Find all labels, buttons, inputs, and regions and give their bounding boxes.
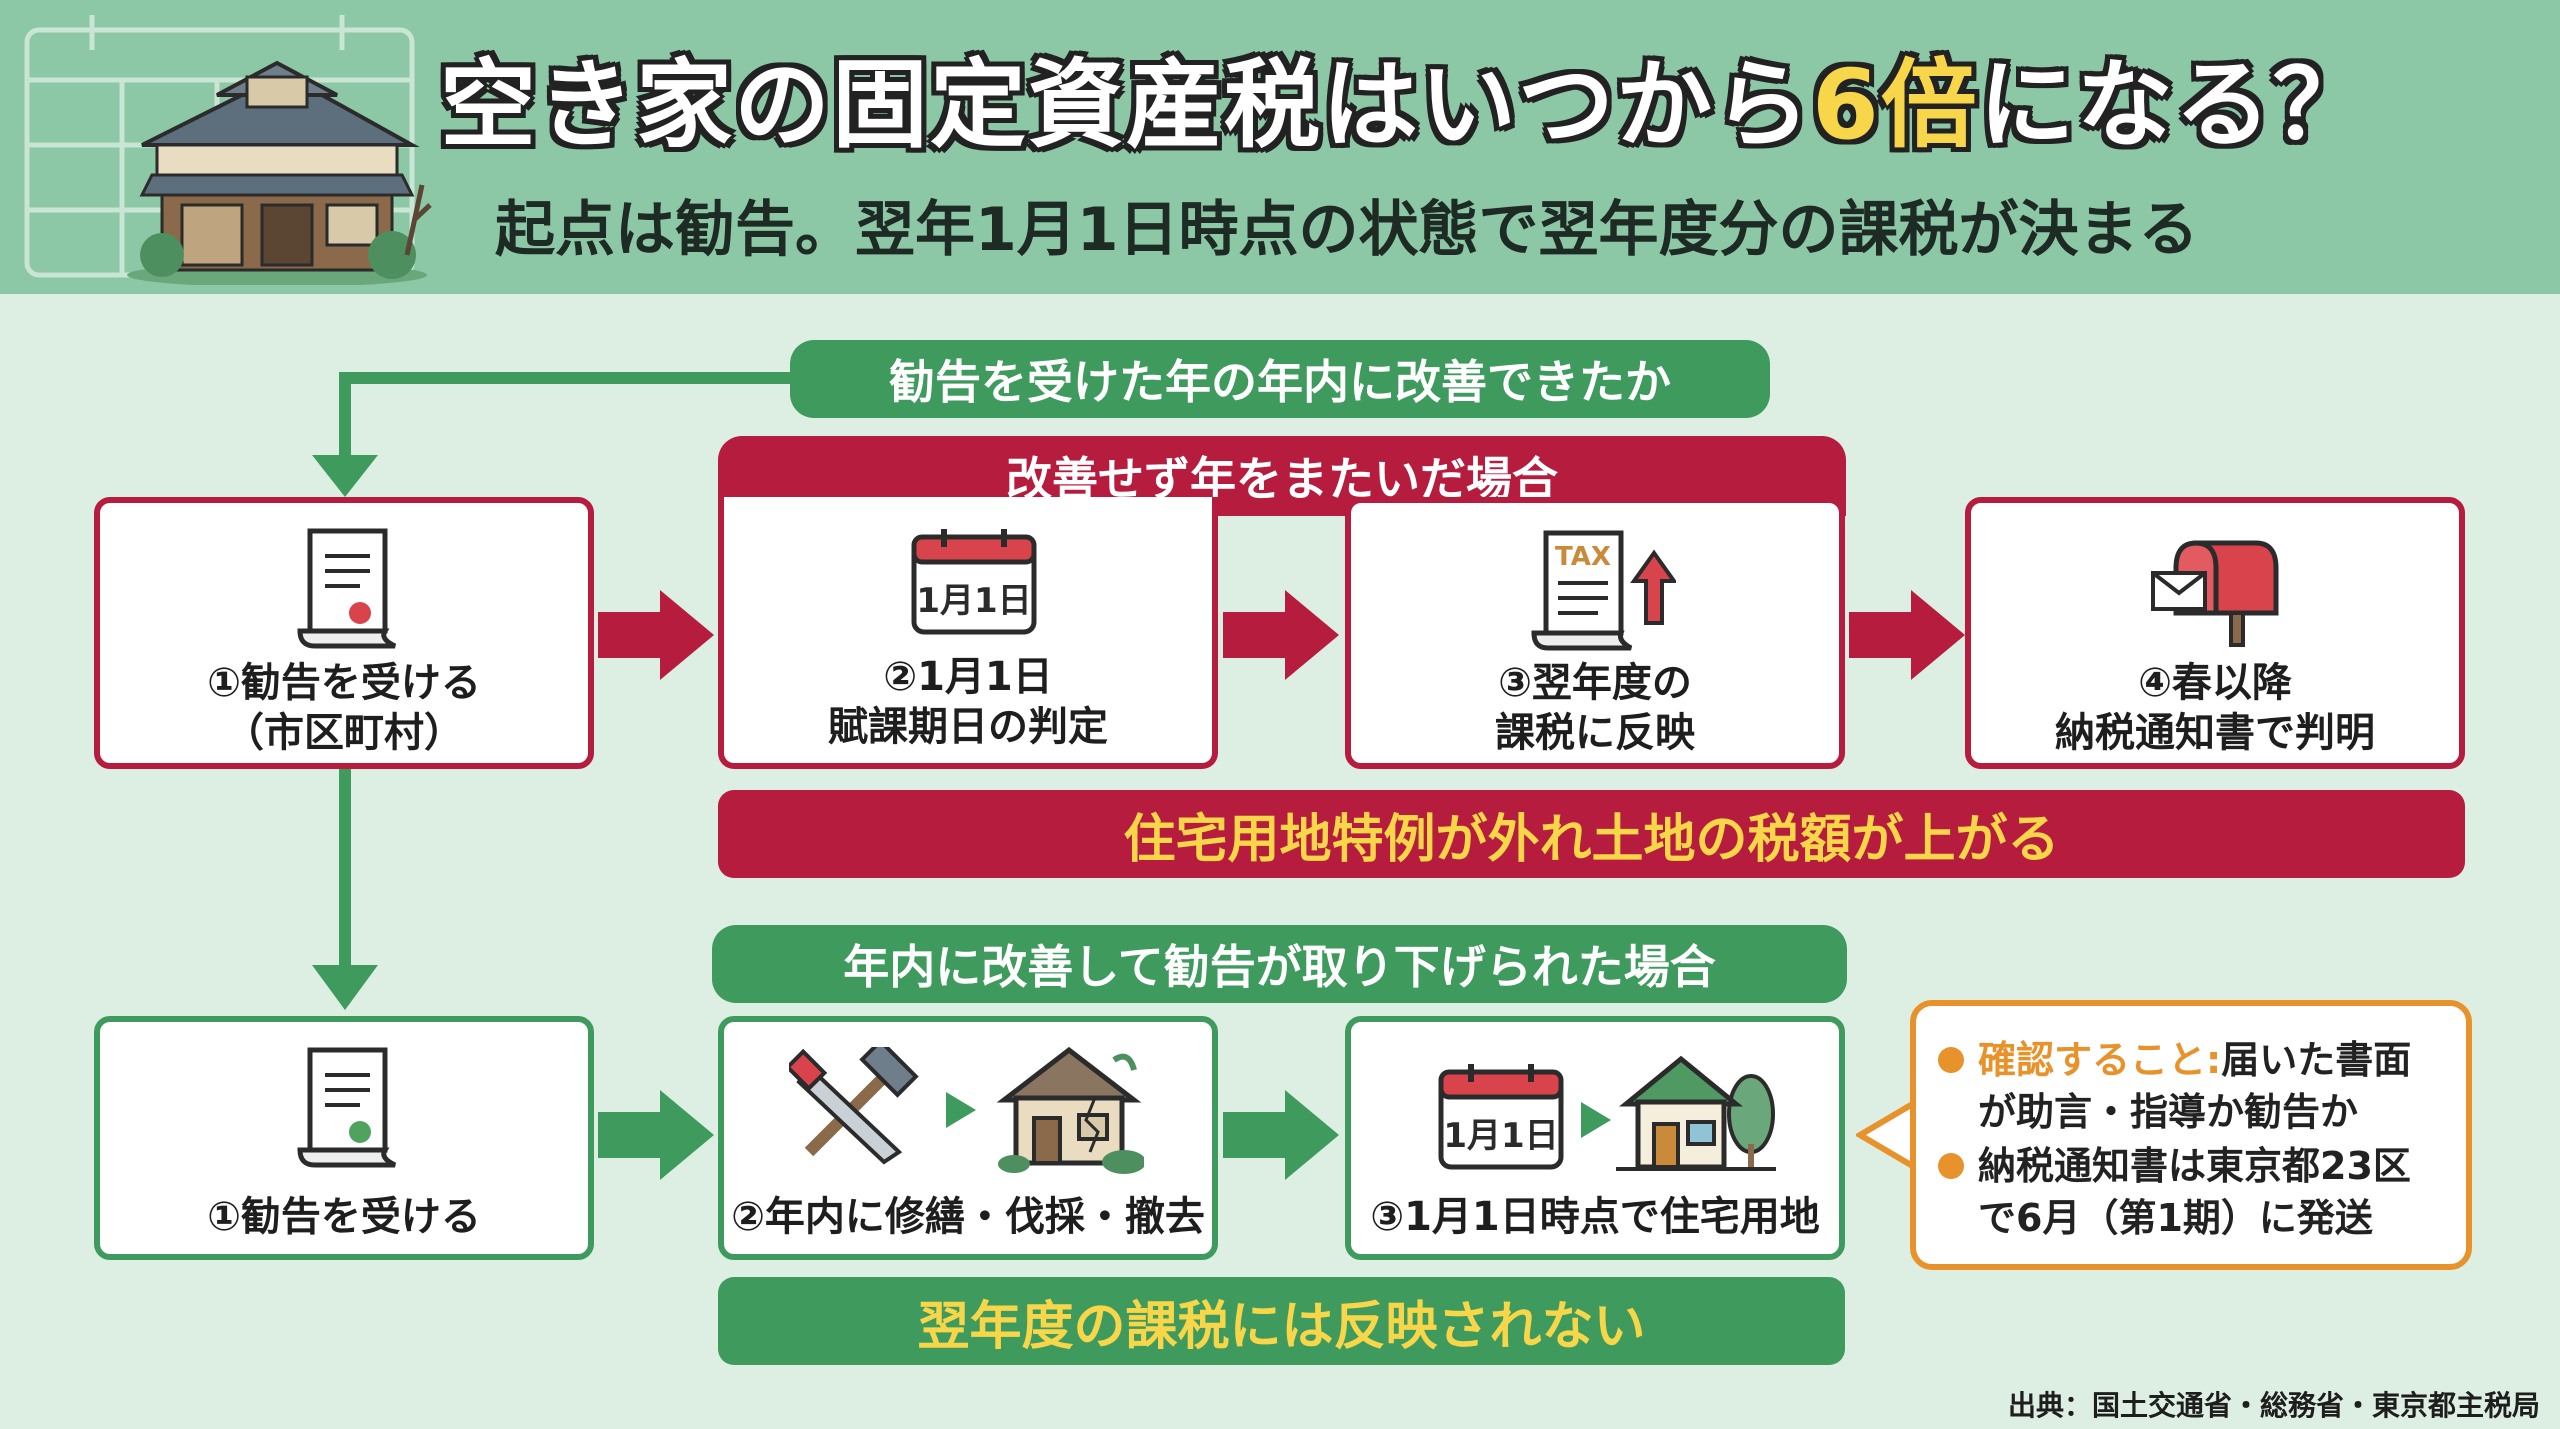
document-scroll-icon bbox=[297, 528, 397, 649]
top-step-4-label: ④春以降 納税通知書で判明 bbox=[2055, 660, 2375, 756]
subtitle: 起点は勧告。翌年1月1日時点の状態で翌年度分の課税が決まる bbox=[495, 195, 2199, 265]
tools-icon bbox=[789, 1047, 919, 1165]
bullet-dot-icon bbox=[1938, 1047, 1964, 1073]
calendar-icon: 1月1日 bbox=[1438, 1064, 1564, 1170]
tax-increase-icon: TAX bbox=[1531, 530, 1676, 651]
damaged-house-icon bbox=[996, 1046, 1144, 1174]
calendar-icon: 1月1日 bbox=[911, 529, 1037, 635]
document-scroll-icon bbox=[297, 1047, 397, 1168]
top-step-3-card: TAX ③翌年度の 課税に反映 bbox=[1345, 497, 1845, 769]
top-result-banner: 住宅用地特例が外れ土地の税額が上がる bbox=[718, 790, 2465, 878]
chevron-right-icon bbox=[1581, 1102, 1611, 1138]
bottom-arrow-2 bbox=[1223, 1090, 1339, 1180]
bottom-step-3-card: 1月1日 ③1月1日時点で住宅用地 bbox=[1345, 1016, 1845, 1260]
top-step-3-label: ③翌年度の 課税に反映 bbox=[1495, 660, 1695, 756]
bottom-step-1-label: ①勧告を受ける bbox=[207, 1194, 481, 1240]
note-callout: 確認すること:届いた書面 が助言・指導か勧告か 納税通知書は東京都23区 で6月… bbox=[1910, 1000, 2472, 1270]
note-item-2: 納税通知書は東京都23区 で6月（第1期）に発送 bbox=[1938, 1140, 2446, 1244]
question-pill: 勧告を受けた年の年内に改善できたか bbox=[790, 340, 1770, 418]
bottom-step-2-card: ②年内に修繕・伐採・撤去 bbox=[718, 1016, 1218, 1260]
header-banner: 空き家の固定資産税はいつから6倍になる？ 起点は勧告。翌年1月1日時点の状態で翌… bbox=[0, 0, 2560, 294]
top-arrow-3 bbox=[1849, 590, 1965, 680]
bottom-step-1-card: ①勧告を受ける bbox=[94, 1016, 594, 1260]
mailbox-icon bbox=[2151, 540, 2279, 647]
tax-icon-text: TAX bbox=[1555, 542, 1611, 572]
top-arrow-2 bbox=[1223, 590, 1339, 680]
bottom-case-label: 年内に改善して勧告が取り下げられた場合 bbox=[712, 925, 1847, 1003]
calendar-icon-text: 1月1日 bbox=[916, 581, 1031, 621]
top-step-2-label: ②1月1日 賦課期日の判定 bbox=[828, 654, 1108, 750]
note-item-1: 確認すること:届いた書面 が助言・指導か勧告か bbox=[1938, 1034, 2446, 1138]
bullet-dot-icon bbox=[1938, 1153, 1964, 1179]
source-credit: 出典：国土交通省・総務省・東京都主税局 bbox=[2007, 1389, 2540, 1422]
top-step-2-card: 1月1日 ②1月1日 賦課期日の判定 bbox=[718, 497, 1218, 769]
chevron-right-icon bbox=[946, 1092, 976, 1128]
bottom-arrow-1 bbox=[598, 1090, 714, 1180]
top-step-1-card: ①勧告を受ける （市区町村） bbox=[94, 497, 594, 769]
calendar-icon-text: 1月1日 bbox=[1443, 1116, 1558, 1156]
top-step-4-card: ④春以降 納税通知書で判明 bbox=[1965, 497, 2465, 769]
main-title: 空き家の固定資産税はいつから6倍になる？ bbox=[440, 49, 2371, 161]
residential-house-icon bbox=[1616, 1055, 1776, 1171]
note-item-1-label: 確認すること: bbox=[1978, 1038, 2222, 1082]
bottom-result-banner: 翌年度の課税には反映されない bbox=[718, 1277, 1845, 1365]
note-callout-tail bbox=[1856, 1100, 1916, 1170]
vacant-house-illustration bbox=[127, 60, 432, 285]
top-step-1-label: ①勧告を受ける （市区町村） bbox=[207, 660, 481, 756]
bottom-step-2-label: ②年内に修繕・伐採・撤去 bbox=[731, 1194, 1205, 1240]
top-arrow-1 bbox=[598, 590, 714, 680]
bottom-step-3-label: ③1月1日時点で住宅用地 bbox=[1370, 1194, 1820, 1240]
